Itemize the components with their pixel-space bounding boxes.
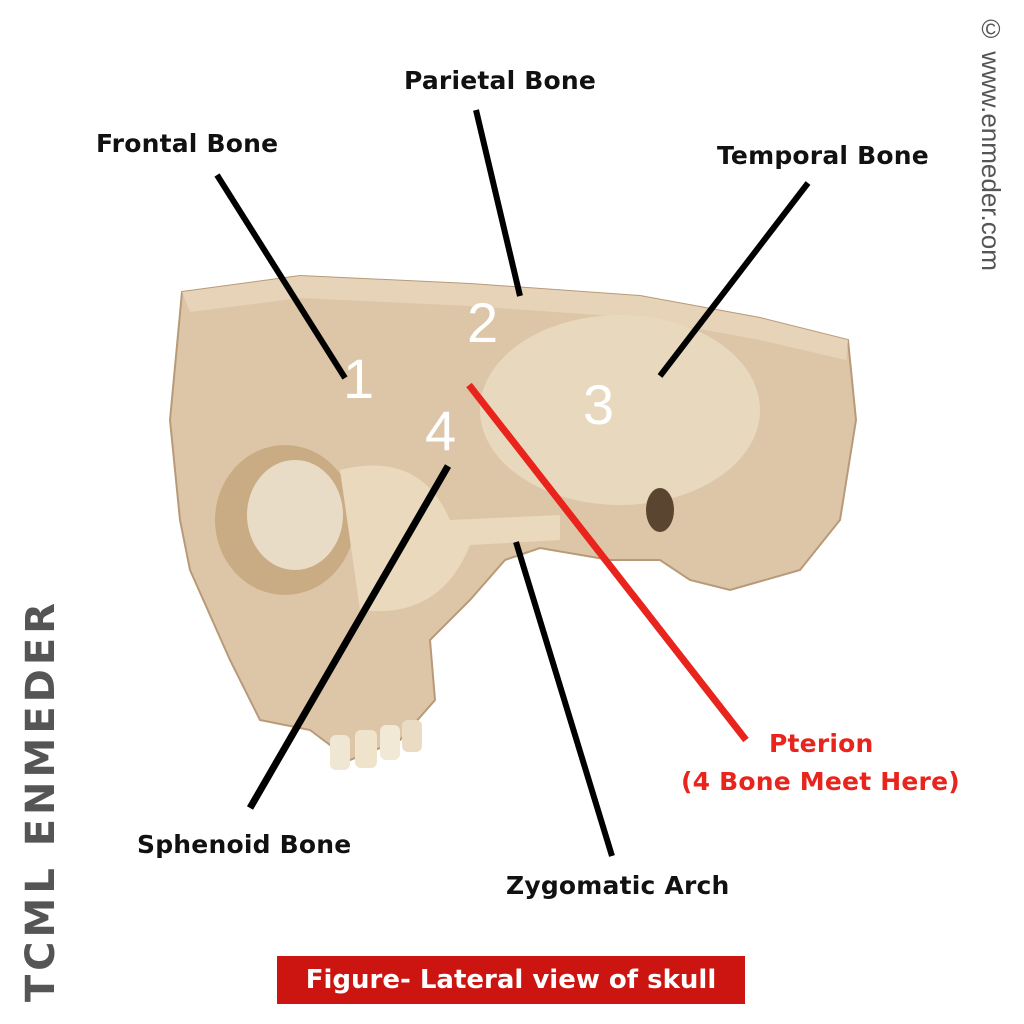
bone-number-temporal: 3 (583, 373, 615, 436)
pointer-parietal (473, 109, 523, 297)
bone-number-parietal: 2 (467, 291, 499, 354)
pointer-temporal (657, 181, 811, 378)
watermark-brand: TCML ENMEDER (18, 598, 64, 1002)
pointer-zygomatic (513, 541, 615, 857)
bone-number-sphenoid: 4 (425, 399, 457, 462)
bone-number-frontal: 1 (343, 347, 375, 410)
pointer-sphenoid (246, 464, 452, 810)
label-frontal-bone: Frontal Bone (96, 129, 279, 158)
label-parietal-bone: Parietal Bone (404, 66, 597, 95)
label-pterion: Pterion (769, 729, 874, 758)
pointer-frontal (214, 173, 348, 380)
figure-caption: Figure- Lateral view of skull (277, 956, 745, 1004)
label-temporal-bone: Temporal Bone (717, 141, 929, 170)
pointer-pterion (466, 382, 749, 743)
label-sphenoid-bone: Sphenoid Bone (137, 830, 352, 859)
label-zygomatic-arch: Zygomatic Arch (506, 871, 730, 900)
watermark-website: © www.enmeder.com (976, 14, 1006, 271)
label-pterion-note: (4 Bone Meet Here) (681, 767, 960, 796)
